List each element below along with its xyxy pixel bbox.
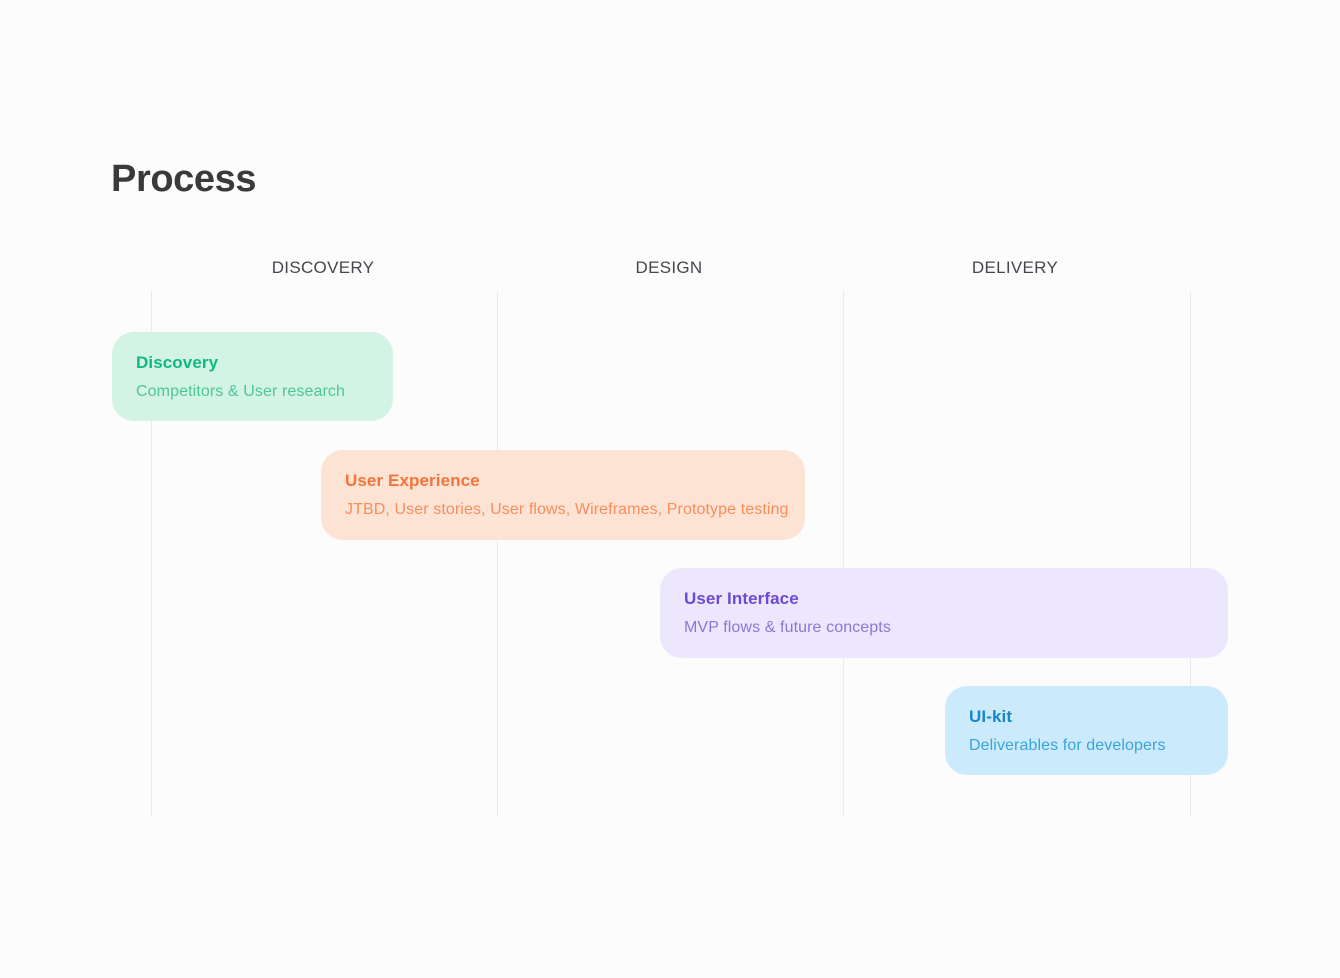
timeline-gridline bbox=[497, 291, 498, 816]
timeline-gridline bbox=[843, 291, 844, 816]
timeline-gridline bbox=[1190, 291, 1191, 816]
process-card-discovery[interactable]: Discovery Competitors & User research bbox=[112, 332, 393, 421]
process-card-subtitle: Deliverables for developers bbox=[969, 736, 1166, 754]
process-card-subtitle: JTBD, User stories, User flows, Wirefram… bbox=[345, 501, 789, 518]
process-card-title: Discovery bbox=[136, 352, 219, 372]
column-header-design: DESIGN bbox=[635, 258, 703, 277]
timeline-gridline bbox=[151, 291, 152, 816]
process-card-subtitle: MVP flows & future concepts bbox=[684, 619, 891, 636]
page-title: Process bbox=[111, 158, 257, 200]
column-header-discovery: DISCOVERY bbox=[271, 258, 375, 277]
process-card-user-experience[interactable]: User Experience JTBD, User stories, User… bbox=[321, 450, 805, 540]
process-card-ui-kit[interactable]: UI-kit Deliverables for developers bbox=[945, 686, 1228, 775]
process-card-title: UI-kit bbox=[969, 706, 1013, 726]
process-card-title: User Interface bbox=[684, 589, 799, 608]
process-card-user-interface[interactable]: User Interface MVP flows & future concep… bbox=[660, 568, 1228, 658]
process-card-subtitle: Competitors & User research bbox=[136, 382, 345, 400]
process-card-title: User Experience bbox=[345, 471, 480, 490]
column-header-delivery: DELIVERY bbox=[971, 258, 1059, 277]
